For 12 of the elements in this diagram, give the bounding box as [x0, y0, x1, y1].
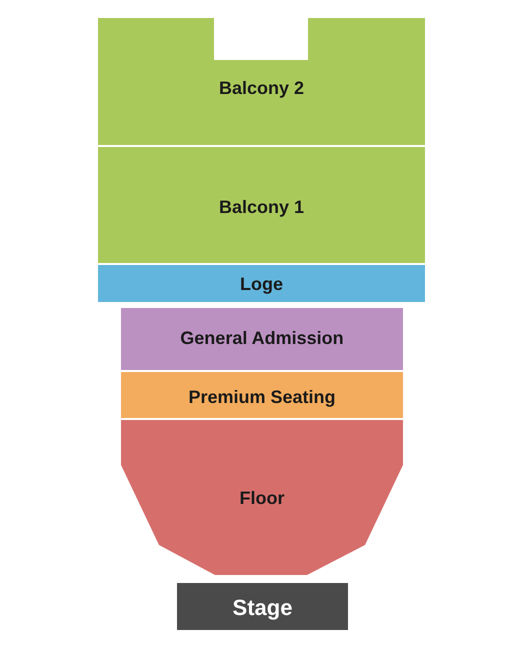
section-label: Stage — [232, 595, 294, 621]
seating-section — [121, 308, 403, 370]
seating-section — [121, 372, 403, 418]
section-label: Premium Seating — [187, 387, 337, 408]
section-label: Balcony 2 — [218, 78, 306, 99]
stage — [177, 583, 348, 630]
section-label: General Admission — [179, 328, 345, 349]
section-label: Floor — [238, 488, 286, 509]
section-label: Balcony 1 — [218, 197, 306, 218]
loge-section — [98, 265, 425, 302]
balcony-section — [98, 147, 425, 263]
section-label: Loge — [239, 274, 284, 295]
